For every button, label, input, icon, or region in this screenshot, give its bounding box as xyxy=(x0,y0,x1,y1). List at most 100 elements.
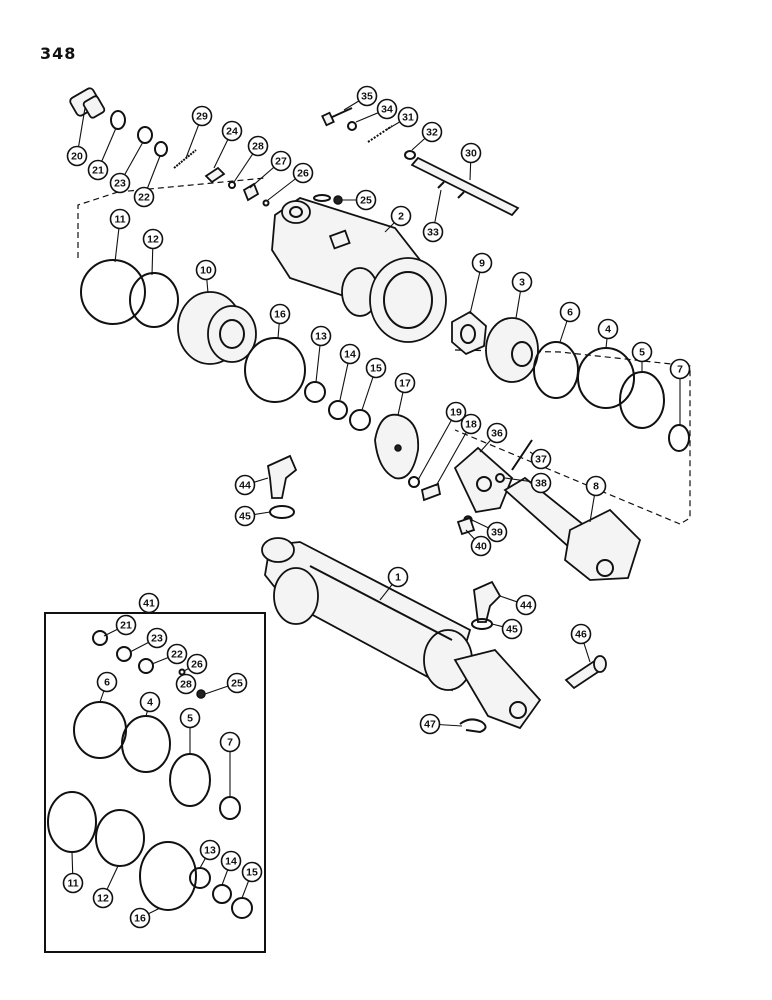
page-number: 348 xyxy=(40,44,77,63)
callout-part-22: 22 xyxy=(133,186,155,208)
callout-label-kit-part-13-14: 13 xyxy=(204,845,216,857)
callout-kit-part-15-16: 15 xyxy=(241,861,263,883)
callout-kit-part-7-10: 7 xyxy=(219,731,241,753)
leader-lines xyxy=(71,95,681,919)
callout-kit-part-12-12: 12 xyxy=(92,887,114,909)
callout-label-part-12: 12 xyxy=(147,234,159,246)
callout-label-part-7: 7 xyxy=(677,364,683,376)
elbow-fitting-part-44b xyxy=(473,580,502,623)
callout-part-7: 7 xyxy=(669,358,691,380)
leader-line-part-19 xyxy=(417,411,457,481)
callout-part-34: 34 xyxy=(376,98,398,120)
cylinder-body-part-2 xyxy=(271,197,447,343)
callout-part-24: 24 xyxy=(221,120,243,142)
backup-ring-part-12 xyxy=(129,272,179,328)
callout-label-part-8: 8 xyxy=(593,481,599,493)
wiper-part-15 xyxy=(349,409,371,431)
callout-label-part-2: 2 xyxy=(398,211,404,223)
nut-part-9 xyxy=(451,310,487,356)
callout-label-kit-part-28-5: 28 xyxy=(180,679,192,691)
callout-label-part-33: 33 xyxy=(427,227,439,239)
callout-label-kit-part-21-1: 21 xyxy=(120,620,132,632)
callout-label-part-18: 18 xyxy=(465,419,477,431)
callout-label-part-27: 27 xyxy=(275,156,287,168)
callout-label-part-32: 32 xyxy=(426,127,438,139)
callout-label-part-37: 37 xyxy=(535,454,547,466)
wear-ring-part-16 xyxy=(244,337,306,403)
callout-label-part-26: 26 xyxy=(297,168,309,180)
callout-label-part-19: 19 xyxy=(450,407,462,419)
callout-part-40: 40 xyxy=(470,535,492,557)
callout-part-45: 45 xyxy=(234,505,256,527)
callout-label-kit-part-12-12: 12 xyxy=(97,893,109,905)
o-ring-part-21 xyxy=(110,110,126,130)
fitting-part-20 xyxy=(69,87,106,119)
callout-label-part-3: 3 xyxy=(519,277,525,289)
callout-kit-part-28-5: 28 xyxy=(175,673,197,695)
callout-part-46: 46 xyxy=(570,623,592,645)
callout-part-28: 28 xyxy=(247,135,269,157)
washer-part-32 xyxy=(404,150,416,160)
ball-part-28 xyxy=(228,181,236,189)
rod-part-8 xyxy=(503,476,642,581)
backup-ring-part-23 xyxy=(137,126,153,144)
callout-part-25: 25 xyxy=(355,189,377,211)
callout-kit-part-6-7: 6 xyxy=(96,671,118,693)
callout-part-18: 18 xyxy=(460,413,482,435)
callout-part-27: 27 xyxy=(270,150,292,172)
callout-part-19: 19 xyxy=(445,401,467,423)
callout-label-part-44-fitting-1: 44 xyxy=(520,600,532,612)
callout-part-45-fitting-2: 45 xyxy=(501,618,523,640)
gland-part-10 xyxy=(177,291,257,365)
callout-kit-part-13-14: 13 xyxy=(199,839,221,861)
callout-kit-part-4-8: 4 xyxy=(139,691,161,713)
callout-part-38: 38 xyxy=(530,472,552,494)
assembly-outline xyxy=(77,177,691,525)
callout-part-4: 4 xyxy=(597,318,619,340)
callout-part-47: 47 xyxy=(419,713,441,735)
callout-part-30: 30 xyxy=(460,142,482,164)
callout-part-8: 8 xyxy=(585,475,607,497)
callout-part-17: 17 xyxy=(394,372,416,394)
callout-kit-part-16-13: 16 xyxy=(129,907,151,929)
wear-ring-part-6 xyxy=(533,341,579,399)
callout-label-part-30: 30 xyxy=(465,148,477,160)
plug-part-25 xyxy=(333,195,343,205)
callout-part-3: 3 xyxy=(511,271,533,293)
callout-label-kit-part-6-7: 6 xyxy=(104,677,110,689)
callout-part-9: 9 xyxy=(471,252,493,274)
callout-label-part-6: 6 xyxy=(567,307,573,319)
callout-label-part-45-fitting-2: 45 xyxy=(506,624,518,636)
o-ring-part-22 xyxy=(154,141,168,157)
callout-part-37: 37 xyxy=(530,448,552,470)
callout-label-part-31: 31 xyxy=(402,112,414,124)
o-ring-part-45 xyxy=(269,505,295,519)
callout-label-kit-part-7-10: 7 xyxy=(227,737,233,749)
callout-label-part-24: 24 xyxy=(226,126,238,138)
callout-label-kit-part-16-13: 16 xyxy=(134,913,146,925)
o-ring-part-13 xyxy=(304,381,326,403)
callout-part-5: 5 xyxy=(631,341,653,363)
washer-part-38 xyxy=(495,473,505,483)
callout-kit-part-26-4: 26 xyxy=(186,653,208,675)
ball-part-26 xyxy=(262,199,270,207)
callout-part-1: 1 xyxy=(387,566,409,588)
callout-part-26: 26 xyxy=(292,162,314,184)
callout-part-44-fitting-1: 44 xyxy=(515,594,537,616)
callout-part-32: 32 xyxy=(421,121,443,143)
stop-part-36 xyxy=(453,446,514,513)
callout-part-23: 23 xyxy=(109,172,131,194)
callout-part-14: 14 xyxy=(339,343,361,365)
seat-part-27 xyxy=(242,182,260,202)
callout-label-part-13: 13 xyxy=(315,331,327,343)
spring-part-31 xyxy=(367,125,393,143)
callout-label-part-5: 5 xyxy=(639,347,645,359)
washer-part-34 xyxy=(347,121,357,131)
callout-kit-part-11-11: 11 xyxy=(62,872,84,894)
callout-label-kit-41: 41 xyxy=(143,598,155,610)
callout-label-part-16: 16 xyxy=(274,309,286,321)
callout-part-21: 21 xyxy=(87,159,109,181)
callout-kit-part-22-3: 22 xyxy=(166,643,188,665)
callout-label-kit-part-23-2: 23 xyxy=(151,633,163,645)
